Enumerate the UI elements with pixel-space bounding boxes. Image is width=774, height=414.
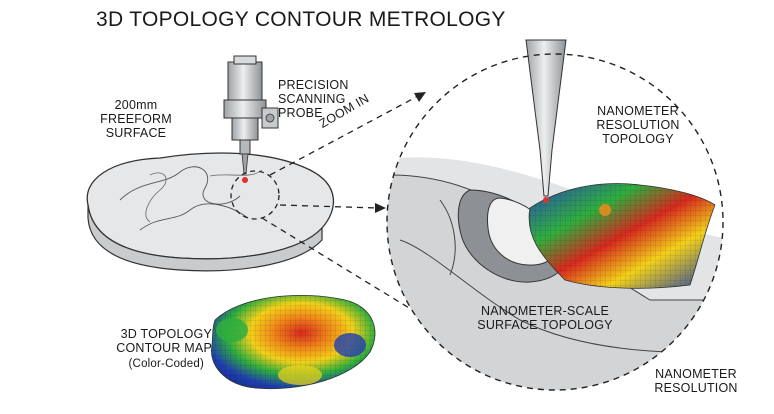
freeform-surface (86, 152, 334, 272)
zoom-source-circle (230, 170, 280, 220)
contour-map (211, 295, 376, 390)
scanning-probe-label: PRECISION SCANNING PROBE (278, 78, 349, 120)
color-coded-label: (Color-Coded) (128, 358, 204, 370)
nano-probe-needle (525, 39, 567, 197)
nano-topology-label: NANOMETER RESOLUTION TOPOLOGY (596, 104, 680, 146)
probe-tip-icon (242, 177, 248, 183)
scanning-probe (223, 55, 279, 183)
nano-resolution-label: NANOMETER RESOLUTION (654, 367, 738, 395)
nano-probe-tip-icon (543, 197, 549, 203)
zoom-view (386, 39, 724, 391)
zoom-lines (261, 94, 433, 323)
nano-surface-label: NANOMETER-SCALE SURFACE TOPOLOGY (477, 304, 613, 332)
contour-map-label: 3D TOPOLOGY CONTOUR MAP (116, 327, 212, 355)
page-title: 3D TOPOLOGY CONTOUR METROLOGY (96, 8, 506, 31)
freeform-surface-label: 200mm FREEFORM SURFACE (100, 98, 172, 140)
